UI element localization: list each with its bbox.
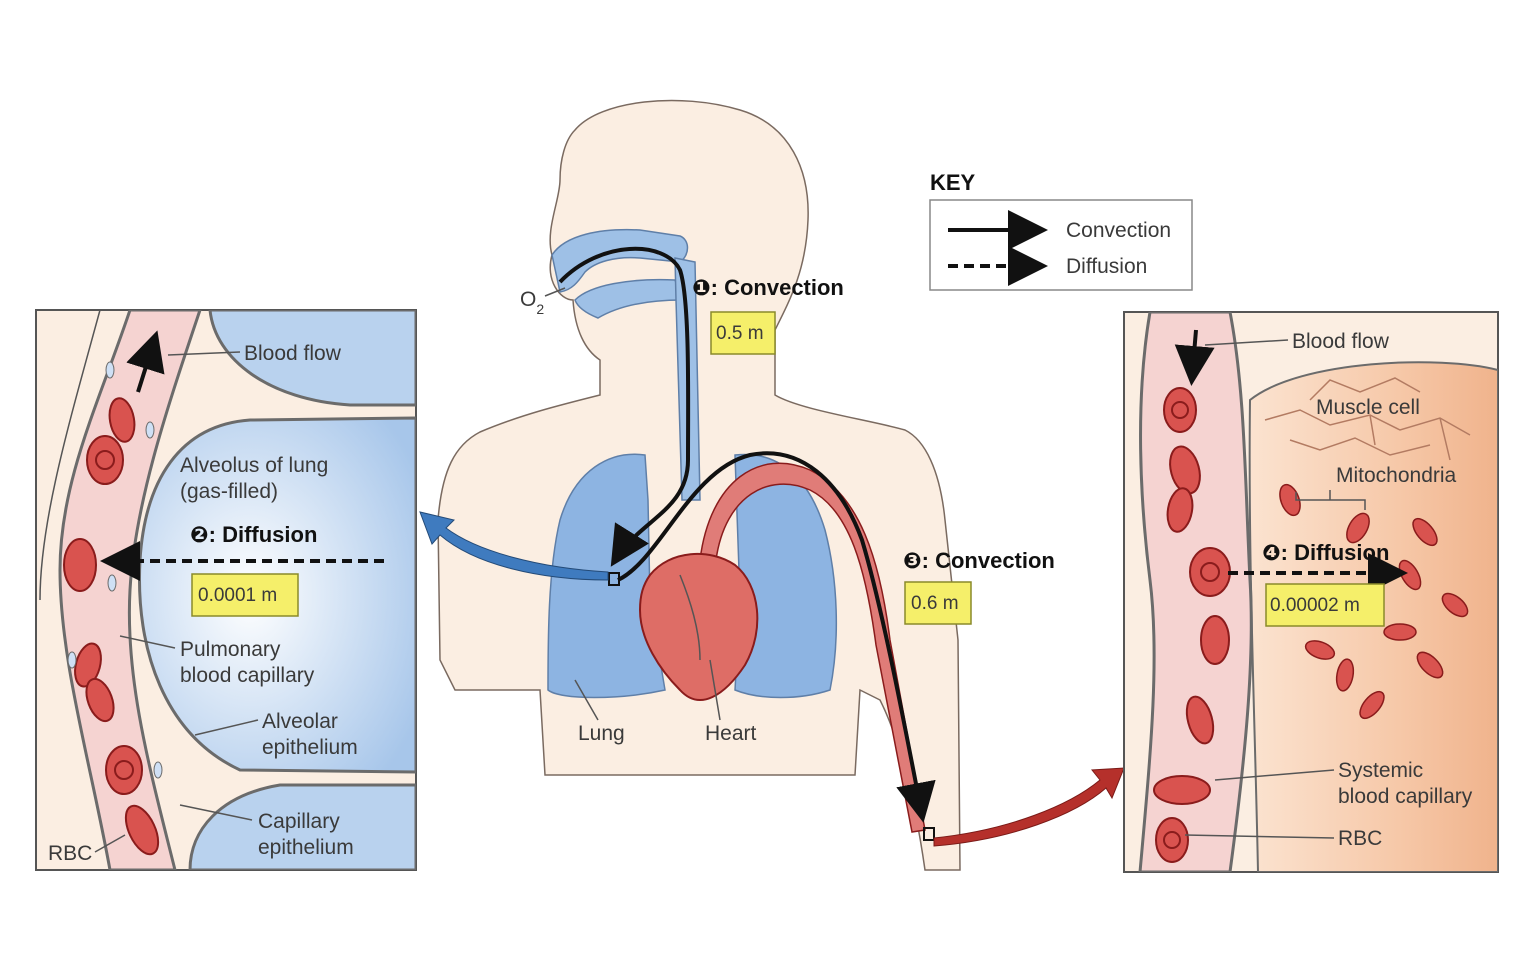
mouth-airway [574, 278, 684, 319]
alveolus-label-line2: (gas-filled) [180, 480, 278, 503]
pulmonary-label-line1: Pulmonary [180, 638, 281, 661]
alveolus-lower [188, 783, 416, 870]
alveolar-label-line2: epithelium [262, 736, 358, 759]
left-epithelial-nuclei [67, 361, 163, 779]
mitochondria-group [1279, 483, 1469, 720]
pulmonary-label-line2: blood capillary [180, 664, 315, 687]
distance-box-3 [904, 581, 972, 625]
muscle-cell-label: Muscle cell [1316, 396, 1420, 419]
key-legend: KEY Convection Diffusion [929, 170, 1193, 291]
heart [638, 552, 759, 701]
svg-text:0.00002 m: 0.00002 m [1270, 595, 1360, 616]
key-title: KEY [930, 170, 976, 195]
right-inset-muscle: Blood flow Muscle cell Mitochondria ❹: D… [1123, 311, 1499, 873]
svg-text:0.0001 m: 0.0001 m [198, 585, 277, 606]
svg-text:❸: Convection: ❸: Convection [903, 548, 1055, 573]
left-rbc-label: RBC [48, 842, 92, 865]
mitochondria-label: Mitochondria [1336, 464, 1457, 487]
left-rbcs [63, 397, 160, 856]
step-1-label: ❶: Convection 0.5 m [692, 275, 844, 355]
muscle-sample-marker [923, 827, 935, 841]
alveolar-label-line1: Alveolar [262, 710, 338, 733]
capillary-label-line2: epithelium [258, 836, 354, 859]
distance-box-2 [191, 573, 299, 617]
systemic-capillary [1138, 312, 1253, 872]
key-box [929, 199, 1193, 291]
right-blood-flow-label: Blood flow [1292, 330, 1390, 353]
muscle-cell-network [1264, 377, 1471, 461]
lung-label: Lung [578, 722, 625, 745]
svg-text:❶: Convection: ❶: Convection [692, 275, 844, 300]
step-3-label: ❸: Convection 0.6 m [903, 548, 1055, 625]
svg-text:0.5 m: 0.5 m [716, 323, 764, 344]
left-blood-flow-label: Blood flow [244, 342, 342, 365]
convection-arrow-systemic [617, 451, 936, 823]
alveolus-upper [208, 310, 416, 407]
step-2-title: ❷: Diffusion [190, 522, 317, 547]
step-4-title: ❹: Diffusion [1262, 540, 1389, 565]
pointer-to-left-inset [419, 511, 609, 581]
convection-arrow-airway [558, 246, 691, 567]
right-rbc-label: RBC [1338, 827, 1382, 850]
left-blood-flow-arrow [126, 330, 165, 393]
key-convection-label: Convection [1066, 219, 1171, 242]
alveolus-sample-marker [608, 572, 620, 586]
alveolus-label-line1: Alveolus of lung [180, 454, 328, 477]
svg-text:0.6 m: 0.6 m [911, 593, 959, 614]
pointer-to-right-inset [933, 767, 1125, 847]
distance-box-1 [710, 311, 776, 355]
key-diffusion-label: Diffusion [1066, 255, 1147, 278]
o2-label: O2 [520, 288, 544, 317]
right-rbcs [1153, 387, 1231, 863]
right-blood-flow-arrow [1174, 329, 1215, 386]
heart-label: Heart [705, 722, 757, 745]
human-figure: O2 Lung Heart [419, 99, 1125, 871]
left-inset-alveolus: Blood flow Alveolus of lung (gas-filled)… [35, 309, 417, 871]
capillary-label-line1: Capillary [258, 810, 340, 833]
systemic-label-line1: Systemic [1338, 759, 1423, 782]
distance-box-4 [1265, 583, 1385, 627]
systemic-label-line2: blood capillary [1338, 785, 1473, 808]
